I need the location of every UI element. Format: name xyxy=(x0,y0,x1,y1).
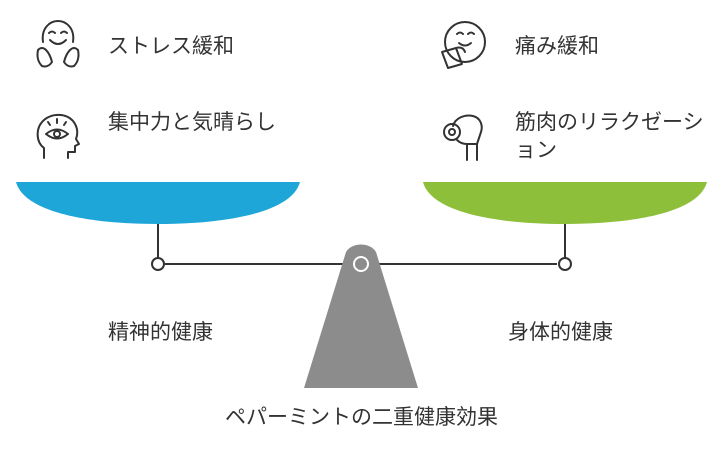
left-joint xyxy=(151,257,165,271)
benefit-label-muscle-relaxation: 筋肉のリラクゼーション xyxy=(515,110,704,162)
right-joint xyxy=(558,257,572,271)
benefit-label-stress-relief: ストレス緩和 xyxy=(108,34,234,58)
benefit-label-focus: 集中力と気晴らし xyxy=(108,110,276,134)
left-side-label: 精神的健康 xyxy=(108,320,213,344)
left-pan xyxy=(16,182,300,224)
pivot xyxy=(353,256,369,272)
benefit-label-pain-relief: 痛み緩和 xyxy=(515,34,599,58)
right-side-label: 身体的健康 xyxy=(508,320,613,344)
flexing-hand-icon xyxy=(437,110,489,162)
fulcrum xyxy=(304,244,418,388)
head-eye-icon xyxy=(32,110,84,162)
smiling-face-icon xyxy=(32,18,84,70)
right-pan xyxy=(423,182,707,224)
diagram-title: ペパーミントの二重健康効果 xyxy=(225,405,498,429)
face-with-compress-icon xyxy=(437,18,489,70)
